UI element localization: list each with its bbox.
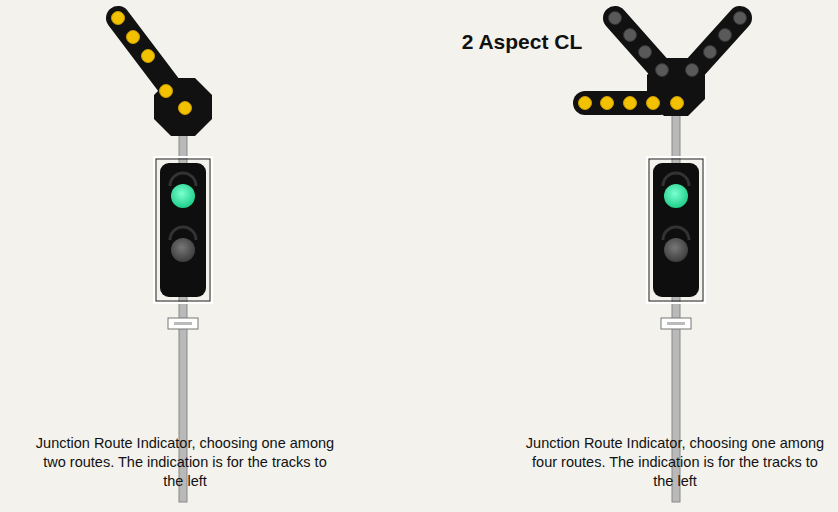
- signal-caption: Junction Route Indicator, choosing one a…: [525, 434, 825, 491]
- right-signal: [579, 12, 747, 503]
- diagram-title: 2 Aspect CL: [462, 30, 583, 54]
- signal-caption: Junction Route Indicator, choosing one a…: [35, 434, 335, 491]
- left-signal: [112, 12, 213, 503]
